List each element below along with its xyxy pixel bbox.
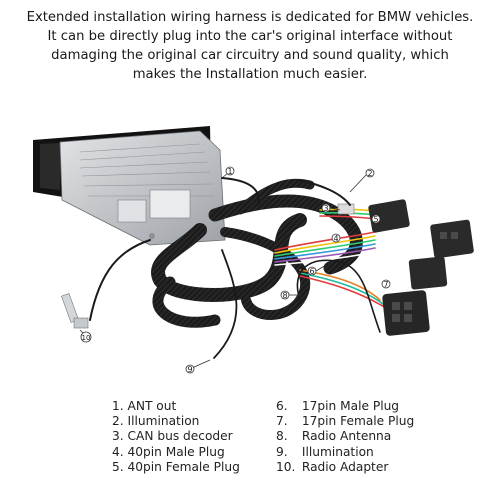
wiring-harness-photo: 1 2 3 4 5 6 7 8 9 10 xyxy=(33,126,474,374)
color-wires xyxy=(274,208,401,309)
legend-item-8: 8. Radio Antenna xyxy=(276,429,414,444)
callout-8: 8 xyxy=(282,291,287,300)
legend-item-6: 6. 17pin Male Plug xyxy=(276,399,414,414)
legend-label-17pin-male-plug: 17pin Male Plug xyxy=(301,399,400,413)
legend-item-5: 5. 40pin Female Plug xyxy=(112,460,240,475)
product-description: Extended installation wiring harness is … xyxy=(6,8,494,84)
callout-2: 2 xyxy=(367,169,372,178)
legend-item-3: 3. CAN bus decoder xyxy=(112,429,240,444)
parts-legend-left: 1. ANT out 2. Illumination 3. CAN bus de… xyxy=(112,399,240,475)
description-line-3: damaging the original car circuitry and … xyxy=(51,48,449,63)
parts-legend-right: 6. 17pin Male Plug 7. 17pin Female Plug … xyxy=(276,399,414,475)
legend-num-5: 5. xyxy=(112,459,124,474)
callout-3: 3 xyxy=(323,204,328,213)
legend-item-1: 1. ANT out xyxy=(112,399,240,414)
legend-num-2: 2. xyxy=(112,414,124,429)
legend-label-17pin-female-plug: 17pin Female Plug xyxy=(301,414,415,429)
legend-item-7: 7. 17pin Female Plug xyxy=(276,414,414,429)
legend-label-ant-out: ANT out xyxy=(127,399,177,413)
legend-label-radio-adapter: Radio Adapter xyxy=(301,459,389,474)
legend-label-illumination: Illumination xyxy=(127,414,200,429)
description-line-4: makes the Installation much easier. xyxy=(132,67,368,82)
legend-label-radio-antenna: Radio Antenna xyxy=(301,429,392,444)
callout-5: 5 xyxy=(373,215,378,224)
callout-7: 7 xyxy=(383,280,388,289)
callout-6: 6 xyxy=(309,267,314,276)
legend-num-7: 7. xyxy=(276,414,288,429)
legend-num-1: 1. xyxy=(112,399,124,413)
legend-item-2: 2. Illumination xyxy=(112,414,240,429)
legend-item-4: 4. 40pin Male Plug xyxy=(112,445,240,460)
thin-cables xyxy=(89,177,381,359)
description-line-2: It can be directly plug into the car's o… xyxy=(47,29,453,44)
legend-num-8: 8. xyxy=(276,429,288,444)
callout-4: 4 xyxy=(333,234,338,243)
radio-adapter xyxy=(61,293,89,329)
legend-num-3: 3. xyxy=(112,429,124,444)
legend-label-illumination-2: Illumination xyxy=(301,444,374,459)
description-line-1: Extended installation wiring harness is … xyxy=(26,10,474,25)
legend-label-40pin-male-plug: 40pin Male Plug xyxy=(127,444,225,459)
legend-item-9: 9. Illumination xyxy=(276,445,414,460)
legend-num-4: 4. xyxy=(112,444,124,459)
legend-num-9: 9. xyxy=(276,444,288,459)
legend-label-40pin-female-plug: 40pin Female Plug xyxy=(127,459,240,474)
callout-1: 1 xyxy=(227,167,232,176)
callout-9: 9 xyxy=(187,365,192,374)
connector-plugs xyxy=(337,199,474,336)
head-unit xyxy=(33,126,226,246)
callout-10: 10 xyxy=(82,334,91,342)
legend-num-6: 6. xyxy=(276,399,288,413)
legend-label-can-bus-decoder: CAN bus decoder xyxy=(127,429,233,444)
legend-num-10: 10. xyxy=(276,459,296,474)
legend-item-10: 10. Radio Adapter xyxy=(276,460,414,475)
